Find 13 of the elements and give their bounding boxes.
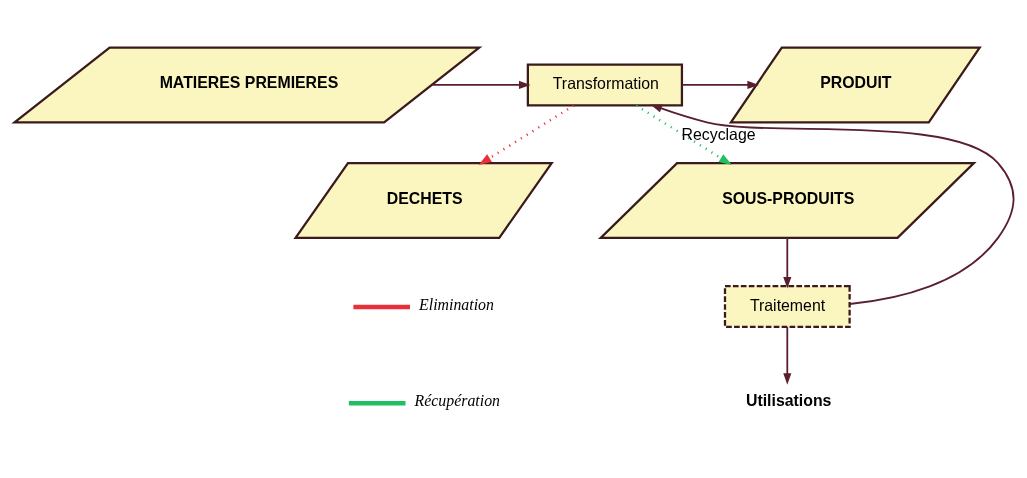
arrow (478, 104, 574, 165)
node-text: Utilisations (745, 391, 831, 409)
legend-label: Elimination (418, 296, 494, 314)
arrow (635, 104, 732, 165)
arrow (782, 326, 791, 385)
node-box: Transformation (526, 63, 683, 107)
arrow (430, 80, 531, 89)
legend-label: Récupération (414, 392, 500, 410)
arrow (680, 80, 759, 89)
arrow (649, 104, 1014, 305)
node-box: Traitement (723, 284, 851, 328)
arrow (782, 236, 791, 289)
edge-label: Recyclage (681, 126, 756, 144)
